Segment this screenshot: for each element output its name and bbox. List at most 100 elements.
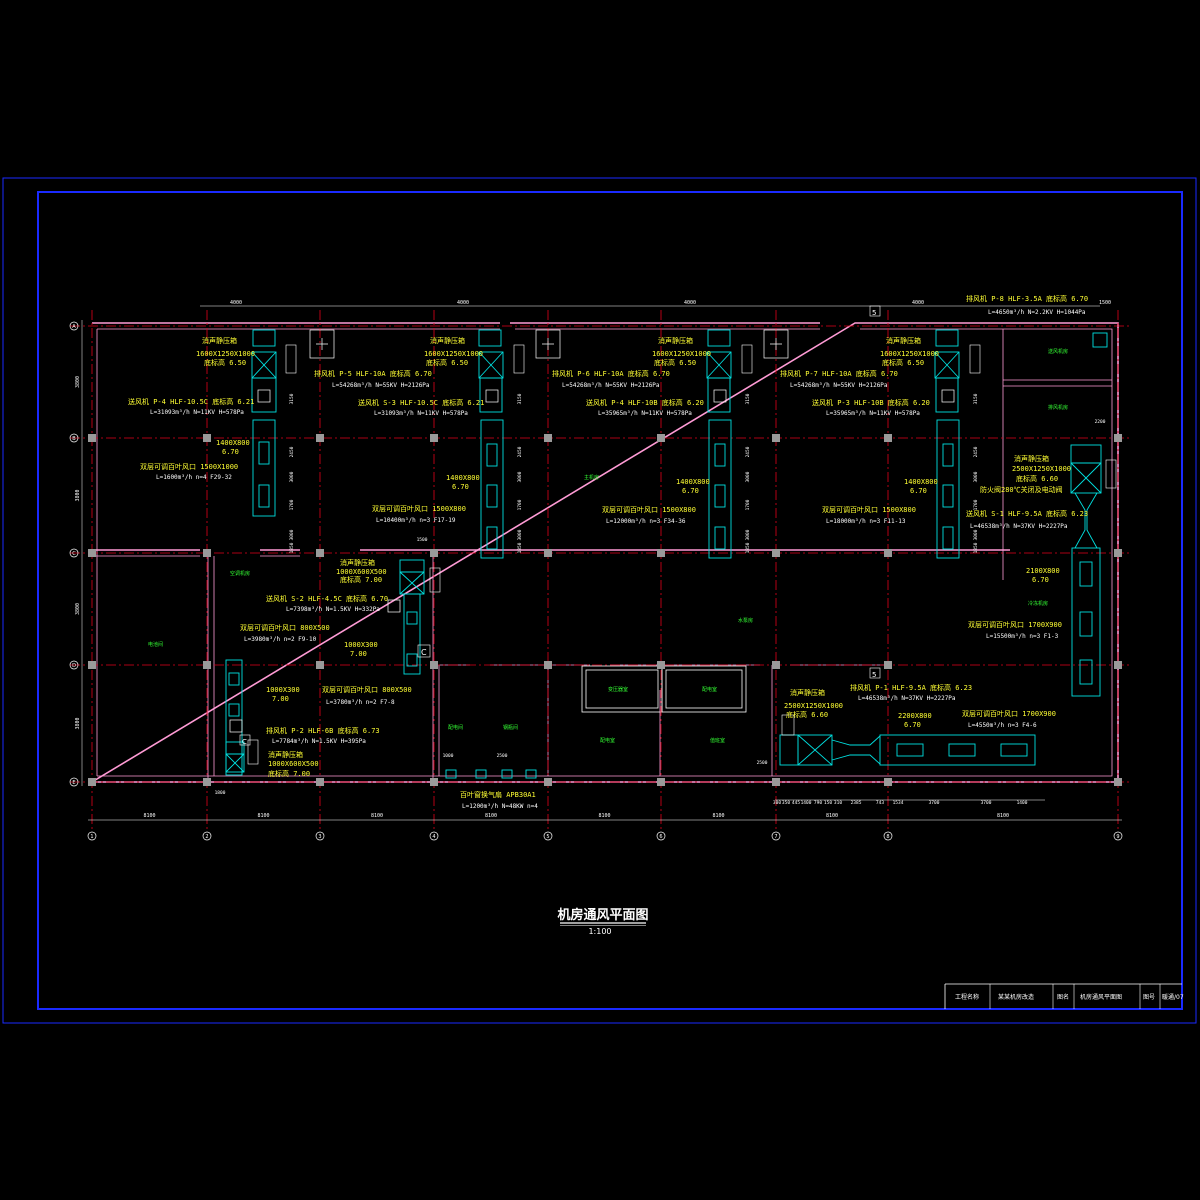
column [657,778,665,786]
u6-outlet: 双层可调百叶风口 800X500 [240,623,330,632]
dim-bottom: 1400 [801,800,812,806]
dim-seg: 3000 [745,529,751,540]
column [203,434,211,442]
column [430,549,438,557]
room-6: 变压器室 [608,686,628,693]
u9-hood-elev: 底标高 6.60 [1016,474,1058,483]
hatch-boxes [247,344,1117,765]
dimension-lines [81,305,1122,821]
u6-hood-spec: 1000X600X500 [336,568,387,576]
u7-hood-elev: 底标高 7.00 [268,769,310,778]
dim-seg: 1850 [973,542,979,553]
column [884,549,892,557]
fan-symbols [229,329,955,733]
axis-bubble-col [543,831,553,841]
column [772,661,780,669]
u2-outlet: 双层可调百叶风口 1500X800 [372,504,466,513]
u4-hood-label: 消声静压箱 [886,336,921,345]
dim-bottom: 1534 [893,800,904,806]
u10-name: 百叶窗换气扇 APB30A1 [460,790,536,799]
u9-flow: L=46538m³/h N=37KV H=2227Pa [970,523,1068,530]
annotations: 消声静压箱 1600X1250X1000 底标高 6.50 送风机 P-4 HL… [128,294,1088,810]
dim-seg: 2450 [745,446,751,457]
axis-label-col: 2 [205,834,208,840]
u8-name: 排风机 P-1 HLF-9.5A 底标高 6.23 [850,683,972,692]
tb-no-value: 暖通/07 [1162,993,1184,1001]
room-12: 送风机房 [1048,348,1068,355]
dim-row: 3800 [75,717,81,729]
u5-flow: L=4650m³/h N=2.2KV H=1044Pa [988,309,1086,316]
dim-seg: 3000 [973,529,979,540]
column [88,661,96,669]
u2-duct: 1400X800 [446,474,480,482]
u7-outlet-flow: L=3780m³/h n=2 F7-8 [326,699,395,706]
dim-seg: 1700 [517,499,523,510]
u9-name: 送风机 S-1 HLF-9.5A 底标高 6.23 [966,509,1088,518]
room-labels: 空调机房 电池间 配电间 钢瓶间 主机房 变压器室 配电室 配电室 值班室 水泵… [148,348,1068,744]
u8-flow: L=46538m³/h N=37KV H=2227Pa [858,695,956,702]
dim-seg: 1700 [745,499,751,510]
dim-seg: 1700 [973,499,979,510]
dim-bottom: 743 [876,800,884,806]
axis-label-row: D [72,663,76,669]
column [430,434,438,442]
dim-top: 4000 [457,300,469,306]
column [316,434,324,442]
dim-seg: 3000 [973,471,979,482]
dim-col: 8100 [371,813,383,819]
tb-name-label: 图名 [1057,993,1069,1001]
u3-outlet-flow: L=12000m³/h n=3 F34-36 [606,518,686,525]
u2-name: 排风机 P-5 HLF-10A 底标高 6.70 [314,369,432,378]
column [657,661,665,669]
room-13: 排风机房 [1048,404,1068,411]
u1-duct: 1400X800 [216,439,250,447]
column [316,661,324,669]
dim-col: 8100 [712,813,724,819]
dim-seg: 2450 [289,446,295,457]
u2-hood-elev: 底标高 6.50 [426,358,468,367]
dim-row: 3800 [75,489,81,501]
axis-label-col: 9 [1116,834,1119,840]
dim-col: 8100 [143,813,155,819]
axis-bubble-row [69,777,79,787]
dim-seg: 3150 [973,393,979,404]
dim-bottom: 790 [814,800,822,806]
axis-label-col: 8 [886,834,889,840]
u7-outlet: 双层可调百叶风口 800X500 [322,685,412,694]
dim-seg: 3150 [289,393,295,404]
axis-label-col: 4 [432,834,435,840]
u1-duct-elev: 6.70 [222,448,239,456]
axis-bubble-col [315,831,325,841]
dim-bottom: 310 [834,800,842,806]
u4-flow: L=54268m³/h N=55KV H=2126Pa [790,382,888,389]
axis-bubble-row [69,660,79,670]
column [884,778,892,786]
axis-label-row: C [72,551,76,557]
u2-flow: L=54268m³/h N=55KV H=2126Pa [332,382,430,389]
column [430,661,438,669]
u1-hood-elev: 底标高 6.50 [204,358,246,367]
axis-label-col: 6 [659,834,662,840]
u6-duct-elev: 7.00 [350,650,367,658]
u4-outlet-flow: L=18000m³/h n=3 F11-13 [826,518,906,525]
tb-project-label: 工程名称 [955,993,979,1001]
room-9: 值班室 [710,737,725,744]
axis-lines [70,310,1130,832]
u10-flow: L=1200m³/h N=48KW n=4 [462,803,538,810]
dim-top: 4000 [912,300,924,306]
tag-s5: 5 [872,671,876,679]
room-8: 配电室 [600,737,615,744]
column [544,549,552,557]
axis-bubble-col [883,831,893,841]
u4-duct: 1400X800 [904,478,938,486]
u1-hood-label: 消声静压箱 [202,336,237,345]
dim-bottom: 3700 [981,800,992,806]
dim-seg: 1850 [289,542,295,553]
dim-bottom: 150 [824,800,832,806]
u3-name: 排风机 P-6 HLF-10A 底标高 6.70 [552,369,670,378]
u3-duct-elev: 6.70 [682,487,699,495]
u4-name2: 送风机 P-3 HLF-10B 底标高 6.20 [812,398,930,407]
u2-name2: 送风机 S-3 HLF-10.5C 底标高 6.21 [358,398,484,407]
